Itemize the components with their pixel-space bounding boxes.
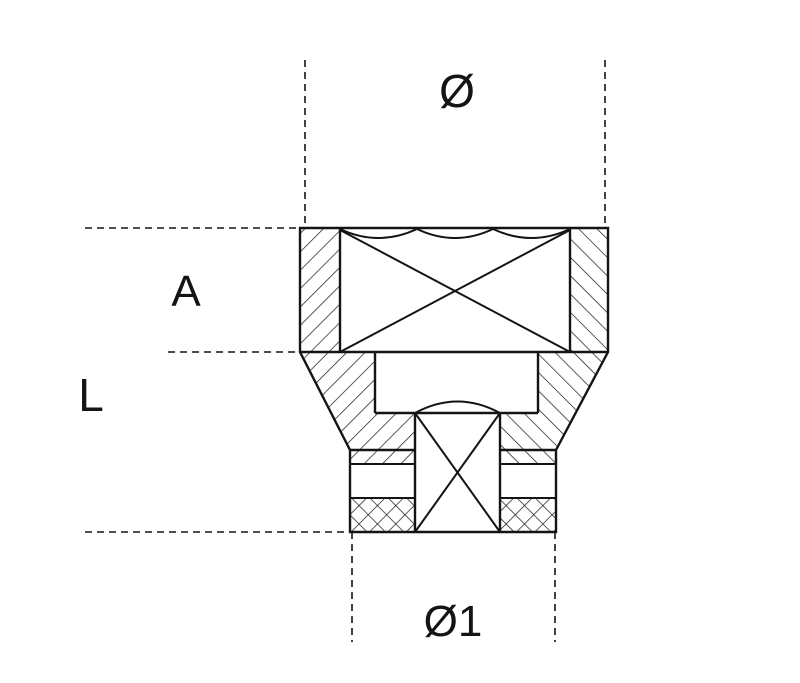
- socket-outline: [298, 226, 610, 534]
- top-chamfer-arc-right: [492, 228, 571, 239]
- label-overall-length: L: [78, 369, 104, 421]
- drive-diagonal-2: [414, 412, 501, 533]
- hatch-upper-right-wall: [570, 228, 608, 352]
- top-chamfer-arc-left: [339, 228, 418, 239]
- drive-dome-arc: [414, 400, 501, 414]
- label-outer-diameter: Ø: [439, 65, 475, 117]
- hatch-mid-right-taper: [500, 352, 608, 450]
- hex-recess-diagonal-2: [339, 229, 571, 353]
- dimension-extension-lines: [85, 60, 606, 642]
- section-hatching: [300, 228, 608, 532]
- hatch-lower-right-band: [500, 450, 556, 464]
- hatch-bottom-left-block-cross: [350, 498, 415, 532]
- hatch-lower-left-band: [350, 450, 415, 464]
- label-drive-end-diameter: Ø1: [424, 597, 483, 646]
- dimension-labels: Ø A L Ø1: [78, 65, 482, 646]
- label-socket-depth: A: [171, 267, 201, 316]
- outer-profile: [298, 226, 610, 534]
- hatch-bottom-right-block-cross: [500, 498, 556, 532]
- hatch-upper-left-wall: [300, 228, 340, 352]
- hatch-mid-left-taper: [300, 352, 415, 450]
- top-chamfer-arc-middle: [416, 228, 494, 239]
